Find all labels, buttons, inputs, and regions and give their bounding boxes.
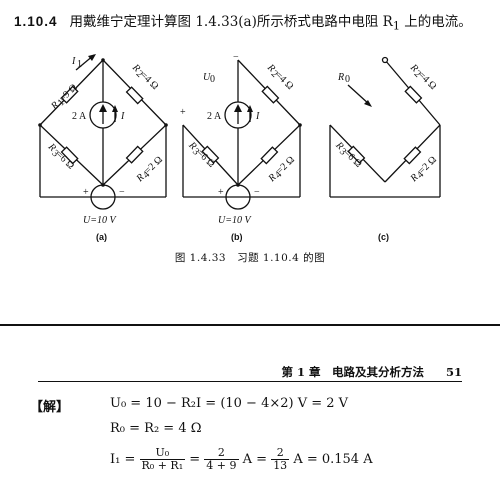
label-r0-c: R [337,72,344,83]
label-fig-c: (c) [378,232,389,242]
label-u-a: U=10 V [83,215,117,226]
label-r3-sub-b: 3 [190,146,201,157]
label-r4-sub-b: 4 [273,169,284,180]
label-r3-val-c: =6 Ω [341,148,363,170]
label-r4-val-a: =2 Ω [142,154,164,176]
label-minus-a: − [119,187,125,198]
label-r3-val-b: =6 Ω [194,148,216,170]
label-r2-val-a: =4 Ω [138,70,160,92]
eq3-frac3-den: 13 [273,459,288,472]
resistor-r4-a [125,145,144,164]
label-i1-sub-a: 1 [77,59,82,70]
label-fig-b: (b) [231,232,243,242]
label-r4-sub-c: 4 [415,169,426,180]
eq3-mid: = [185,452,205,467]
label-fig-a: (a) [96,232,107,242]
label-i-b: I [255,111,260,122]
label-i-a: I [120,111,125,122]
problem-text-sub: 1 [392,19,400,33]
label-plus-b: + [218,187,224,198]
resistor-r2-c [404,85,423,104]
label-r4-sub-a: 4 [141,169,152,180]
resistor-r3-c [347,145,366,164]
page-number: 51 [445,365,462,379]
label-plus-left-b: + [180,107,186,118]
label-src-b: 2 A [207,111,222,122]
label-src-a: 2 A [72,111,87,122]
resistor-r2-b [261,85,280,104]
solution-label: 【解】 [30,400,70,415]
label-r2-sub-a: 2 [134,69,145,80]
problem-text: 用戴维宁定理计算图 1.4.33(a)所示桥式电路中电阻 R [69,14,393,30]
label-u-b: U=10 V [218,215,252,226]
running-head: 第 1 章 电路及其分析方法 51 [0,364,462,380]
resistor-r4-c [403,146,422,165]
chapter-title: 第 1 章 电路及其分析方法 [281,365,424,379]
page-divider [0,324,500,326]
eq3-lhs: I₁ = [110,452,136,467]
circuit-figure: I 1 R 1 =9 Ω R 2 =4 Ω R 3 =6 Ω R 4 =2 Ω … [38,52,441,242]
label-r2-sub-b: 2 [269,69,280,80]
header-rule [38,381,462,382]
resistor-r3-a [60,146,79,165]
label-r4-val-c: =2 Ω [416,154,438,176]
resistor-r1-a [60,85,79,104]
eq3-frac2-num: 2 [204,447,239,460]
eq3-mid2: A = [238,452,272,467]
label-minus-b: − [254,187,260,198]
terminal-c [381,56,389,64]
label-r3-sub-c: 3 [337,146,348,157]
label-r1-sub-a: 1 [56,97,67,108]
resistor-r4-b [260,146,279,165]
problem-text-end: 上的电流。 [400,14,472,30]
equation-r0: R₀ = R₂ = 4 Ω [110,421,202,436]
eq3-frac1-den: R₀ + R₁ [141,459,184,472]
resistor-r3-b [201,145,220,164]
label-r3-sub-a: 3 [49,148,60,159]
resistor-r2-a [125,86,144,105]
eq3-frac2-den: 4 + 9 [206,459,237,472]
eq3-frac3-num: 2 [271,447,290,460]
label-u0-sub-b: 0 [210,74,215,85]
problem-number: 1.10.4 [14,14,58,29]
figure-caption: 图 1.4.33 习题 1.10.4 的图 [174,252,326,264]
eq3-end: A = 0.154 A [289,452,373,467]
label-r2-val-b: =4 Ω [273,70,295,92]
equation-u0: U₀ = 10 − R₂I = (10 − 4×2) V = 2 V [110,396,349,411]
label-r0-sub-c: 0 [345,74,350,85]
cutoff-text-line [24,476,464,483]
label-u0-b: U [203,72,211,83]
label-minus-top-b: − [233,52,239,63]
label-i1-a: I [71,56,76,67]
problem-statement: 1.10.4 用戴维宁定理计算图 1.4.33(a)所示桥式电路中电阻 R1 上的… [14,12,484,36]
label-r2-sub-c: 2 [412,69,423,80]
label-r4-val-b: =2 Ω [274,154,296,176]
label-r2-val-c: =4 Ω [416,70,438,92]
eq3-frac1-num: U₀ [139,447,186,460]
label-plus-a: + [83,187,89,198]
